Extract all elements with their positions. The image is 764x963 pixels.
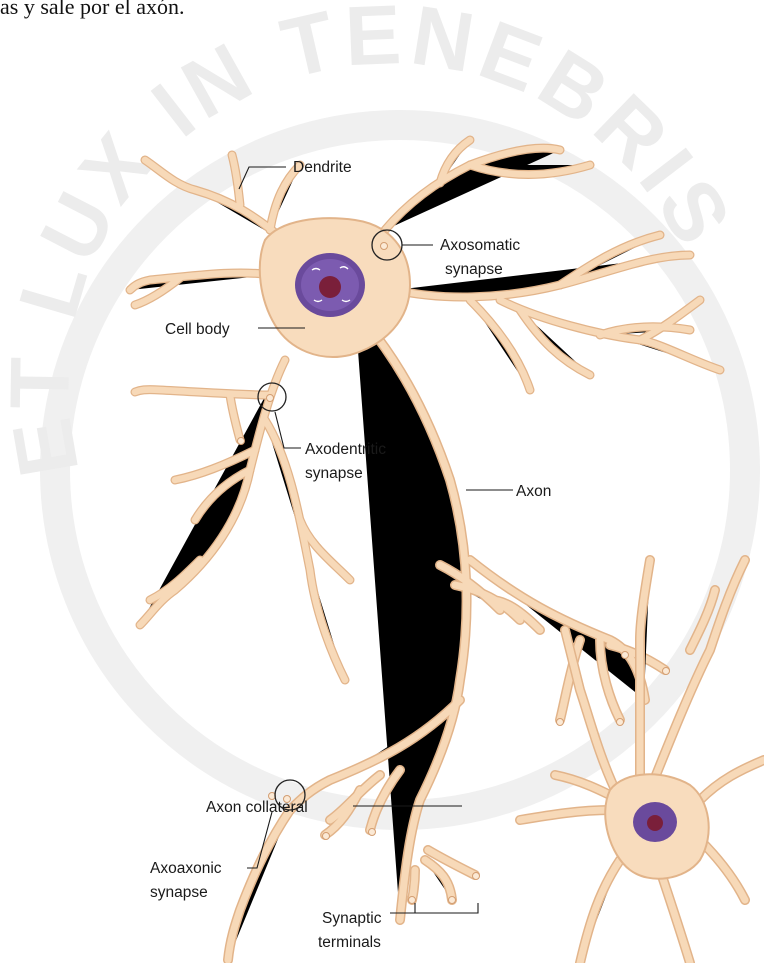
label-axosomatic-line1: Axosomatic [440,237,520,254]
label-dendrite: Dendrite [293,159,352,176]
label-axon-collateral: Axon collateral [206,799,308,816]
label-synaptic-line1: Synaptic [322,910,382,927]
label-axosomatic-line2: synapse [445,261,503,278]
upper-nucleolus [319,276,341,298]
label-axon: Axon [516,483,551,500]
label-axodendritic-line1: Axodentritic [305,441,386,458]
label-axodendritic-line2: synapse [305,465,363,482]
label-axoaxonic-line2: synapse [150,884,208,901]
upper-cell-body [260,218,410,357]
label-synaptic-line2: terminals [318,934,381,951]
label-axoaxonic-line1: Axoaxonic [150,860,222,877]
lower-nucleolus [647,815,663,831]
label-cell-body: Cell body [165,321,230,338]
